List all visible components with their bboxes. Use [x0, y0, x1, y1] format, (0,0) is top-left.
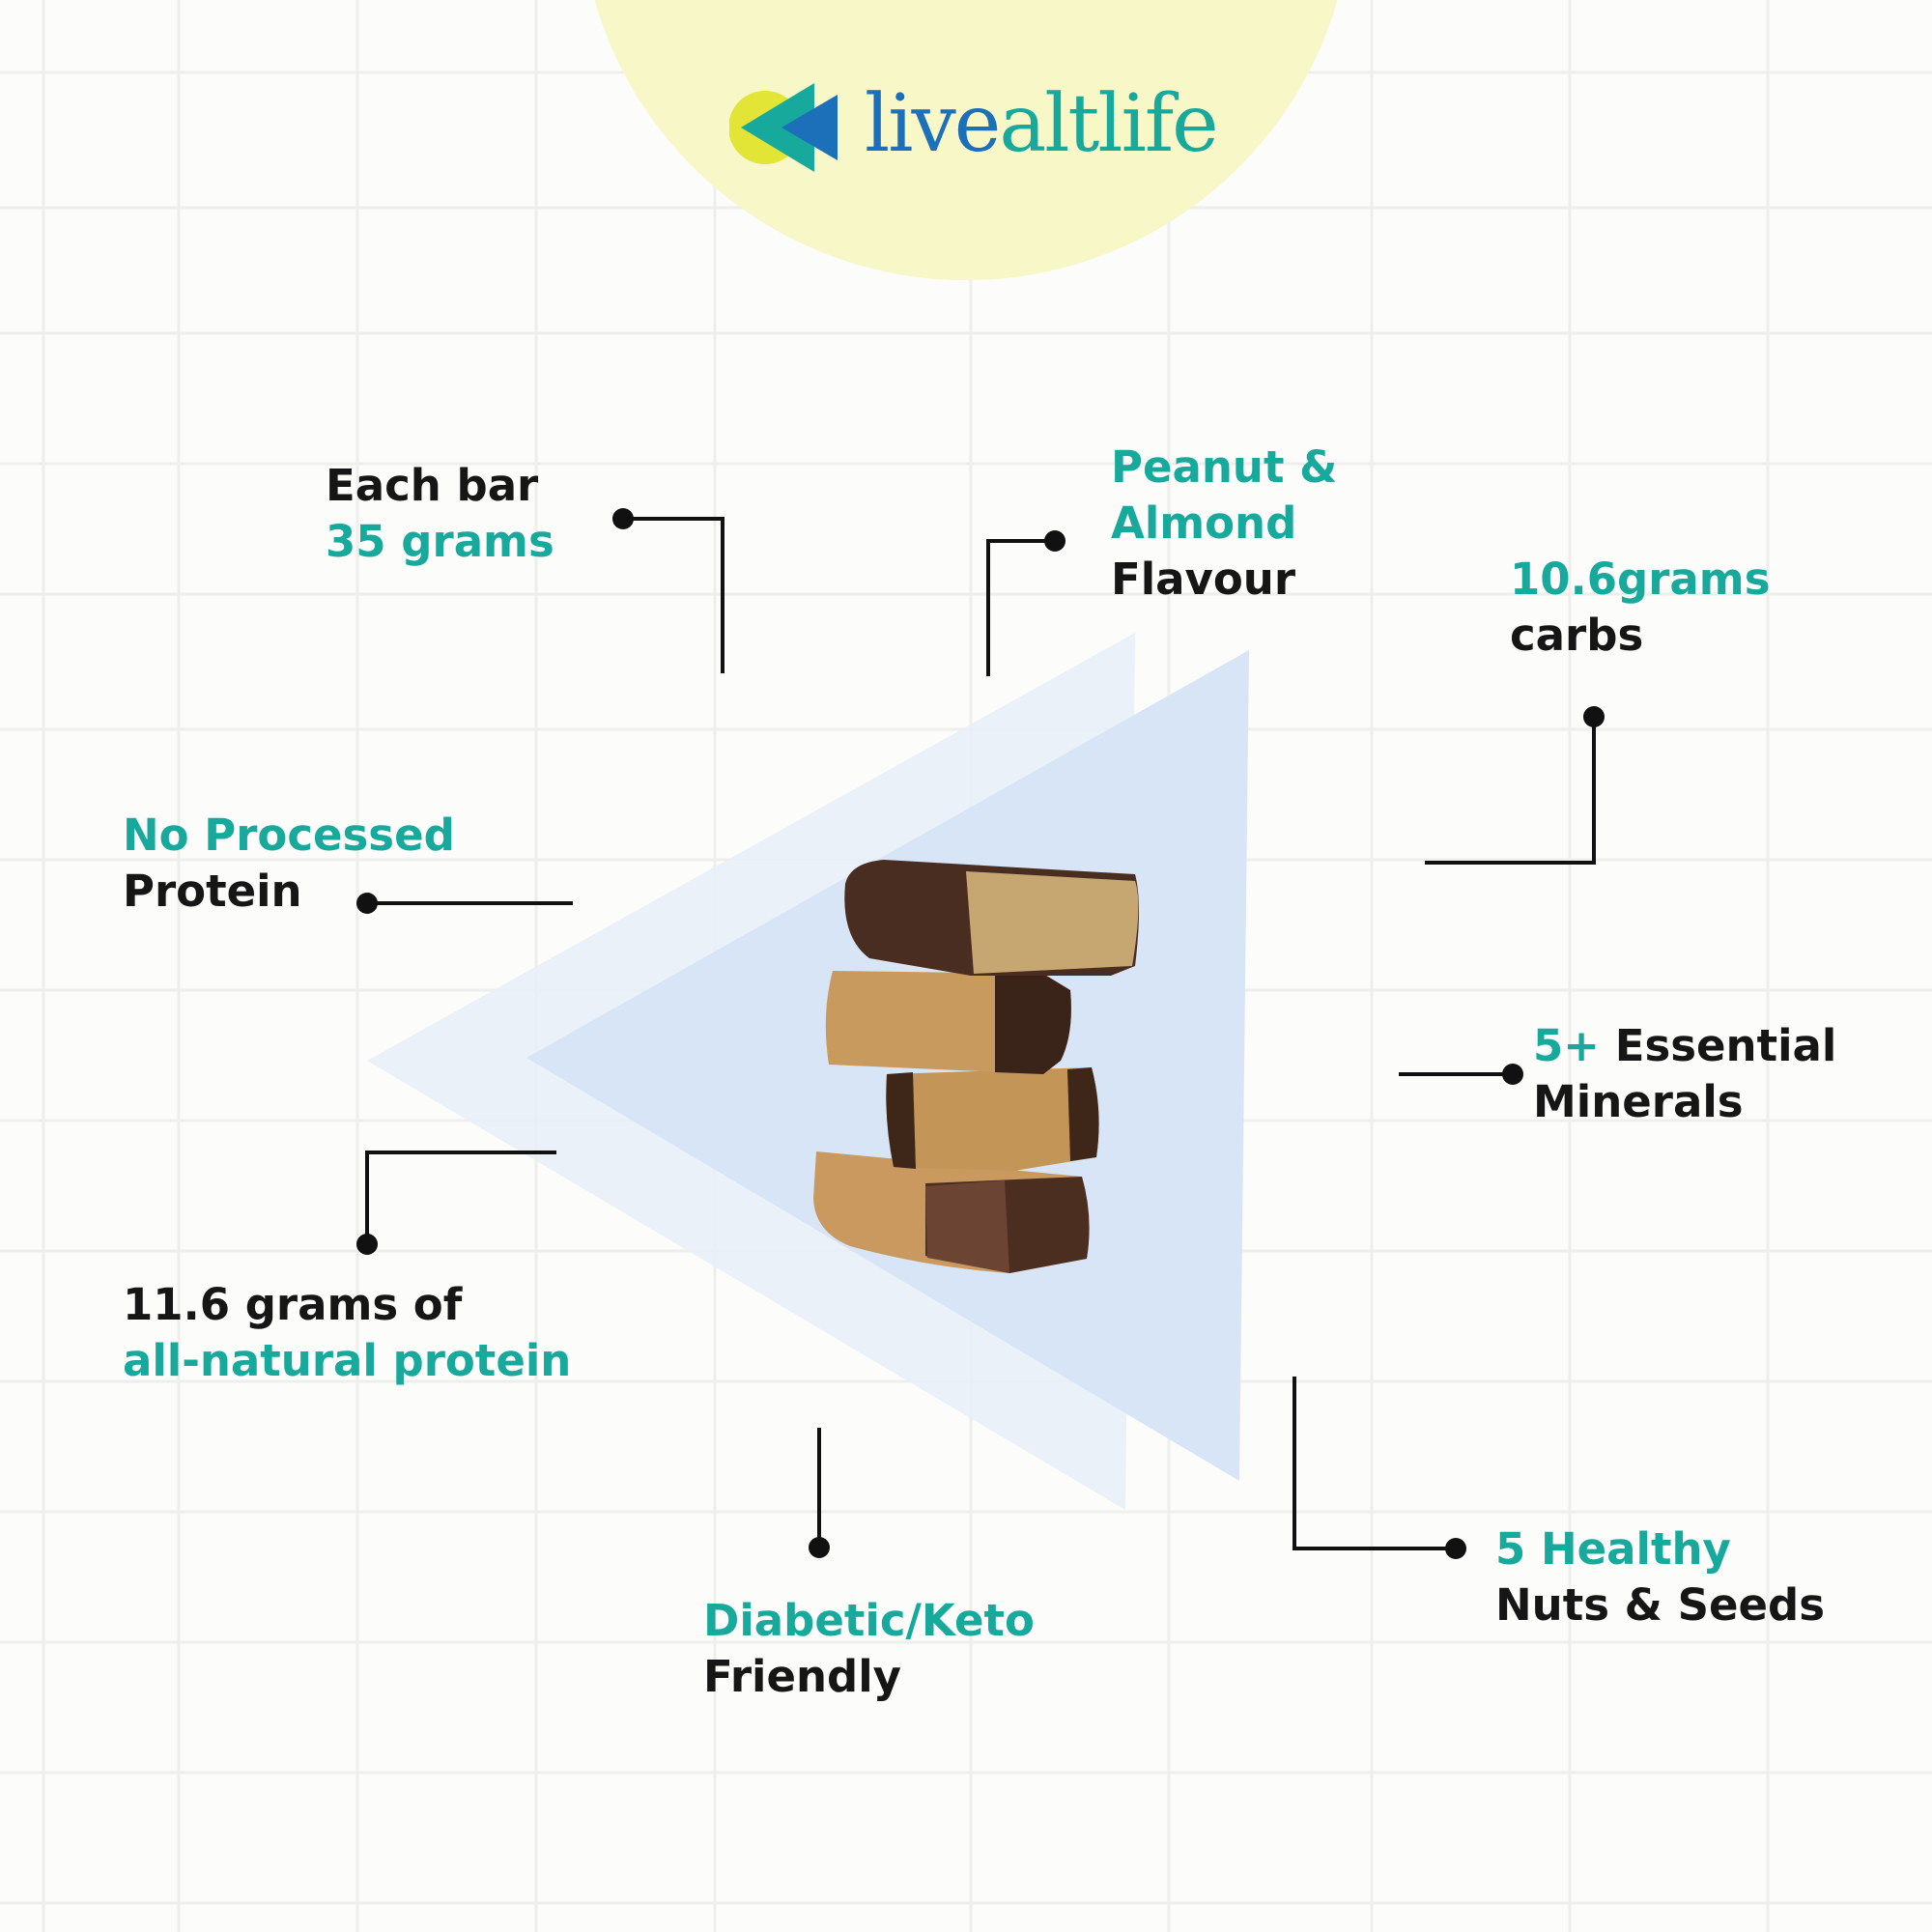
- connector-weight: [623, 517, 724, 673]
- dot-no-processed: [356, 893, 378, 914]
- dot-diabetic: [809, 1537, 830, 1558]
- protein-line2: all-natural protein: [123, 1335, 572, 1386]
- weight-line1: Each bar: [326, 460, 539, 511]
- nuts-line1: 5 Healthy: [1495, 1523, 1731, 1575]
- connector-nuts: [1293, 1377, 1454, 1550]
- dot-protein: [356, 1234, 378, 1255]
- weight-line2: 35 grams: [326, 516, 554, 567]
- feature-flavour: Peanut & Almond Flavour: [1111, 440, 1337, 608]
- feature-minerals: 5+ Essential Minerals: [1533, 1018, 1836, 1130]
- minerals-count: 5+: [1533, 1020, 1601, 1071]
- feature-carbs: 10.6grams carbs: [1510, 552, 1770, 664]
- flavour-line1: Peanut &: [1111, 441, 1338, 493]
- feature-diabetic: Diabetic/Keto Friendly: [703, 1593, 1035, 1705]
- diabetic-line2: Friendly: [703, 1651, 902, 1702]
- feature-no-processed: No Processed Protein: [123, 808, 455, 920]
- dot-carbs: [1583, 706, 1605, 727]
- logo-mark-icon: [729, 83, 838, 172]
- connector-flavour: [986, 539, 1053, 676]
- logo-wordmark: livealtlife: [865, 85, 1219, 164]
- flavour-line2: Almond: [1111, 497, 1297, 549]
- diabetic-line1: Diabetic/Keto: [703, 1595, 1035, 1646]
- no-processed-line1: No Processed: [123, 810, 455, 861]
- flavour-line3: Flavour: [1111, 554, 1296, 605]
- connector-protein: [365, 1151, 556, 1244]
- feature-weight: Each bar 35 grams: [326, 458, 554, 570]
- minerals-line1: 5+ Essential: [1533, 1018, 1836, 1074]
- dot-weight: [612, 508, 634, 529]
- brand-logo: livealtlife: [729, 77, 1232, 184]
- carbs-line1: 10.6grams: [1510, 554, 1771, 605]
- connector-carbs: [1425, 717, 1596, 865]
- feature-protein: 11.6 grams of all-natural protein: [123, 1277, 571, 1389]
- logo-word-live: live: [865, 78, 1001, 170]
- dot-minerals: [1502, 1064, 1523, 1085]
- protein-bars-stack: [813, 860, 1139, 1273]
- no-processed-line2: Protein: [123, 866, 302, 917]
- minerals-essential: Essential: [1614, 1020, 1837, 1071]
- logo-word-altlife: altlife: [999, 78, 1218, 170]
- nuts-line2: Nuts & Seeds: [1495, 1579, 1826, 1631]
- dot-flavour: [1044, 530, 1065, 552]
- minerals-line2: Minerals: [1533, 1076, 1744, 1127]
- carbs-line2: carbs: [1510, 610, 1644, 661]
- dot-nuts: [1445, 1538, 1466, 1559]
- protein-line1: 11.6 grams of: [123, 1279, 463, 1330]
- feature-nuts: 5 Healthy Nuts & Seeds: [1495, 1521, 1825, 1634]
